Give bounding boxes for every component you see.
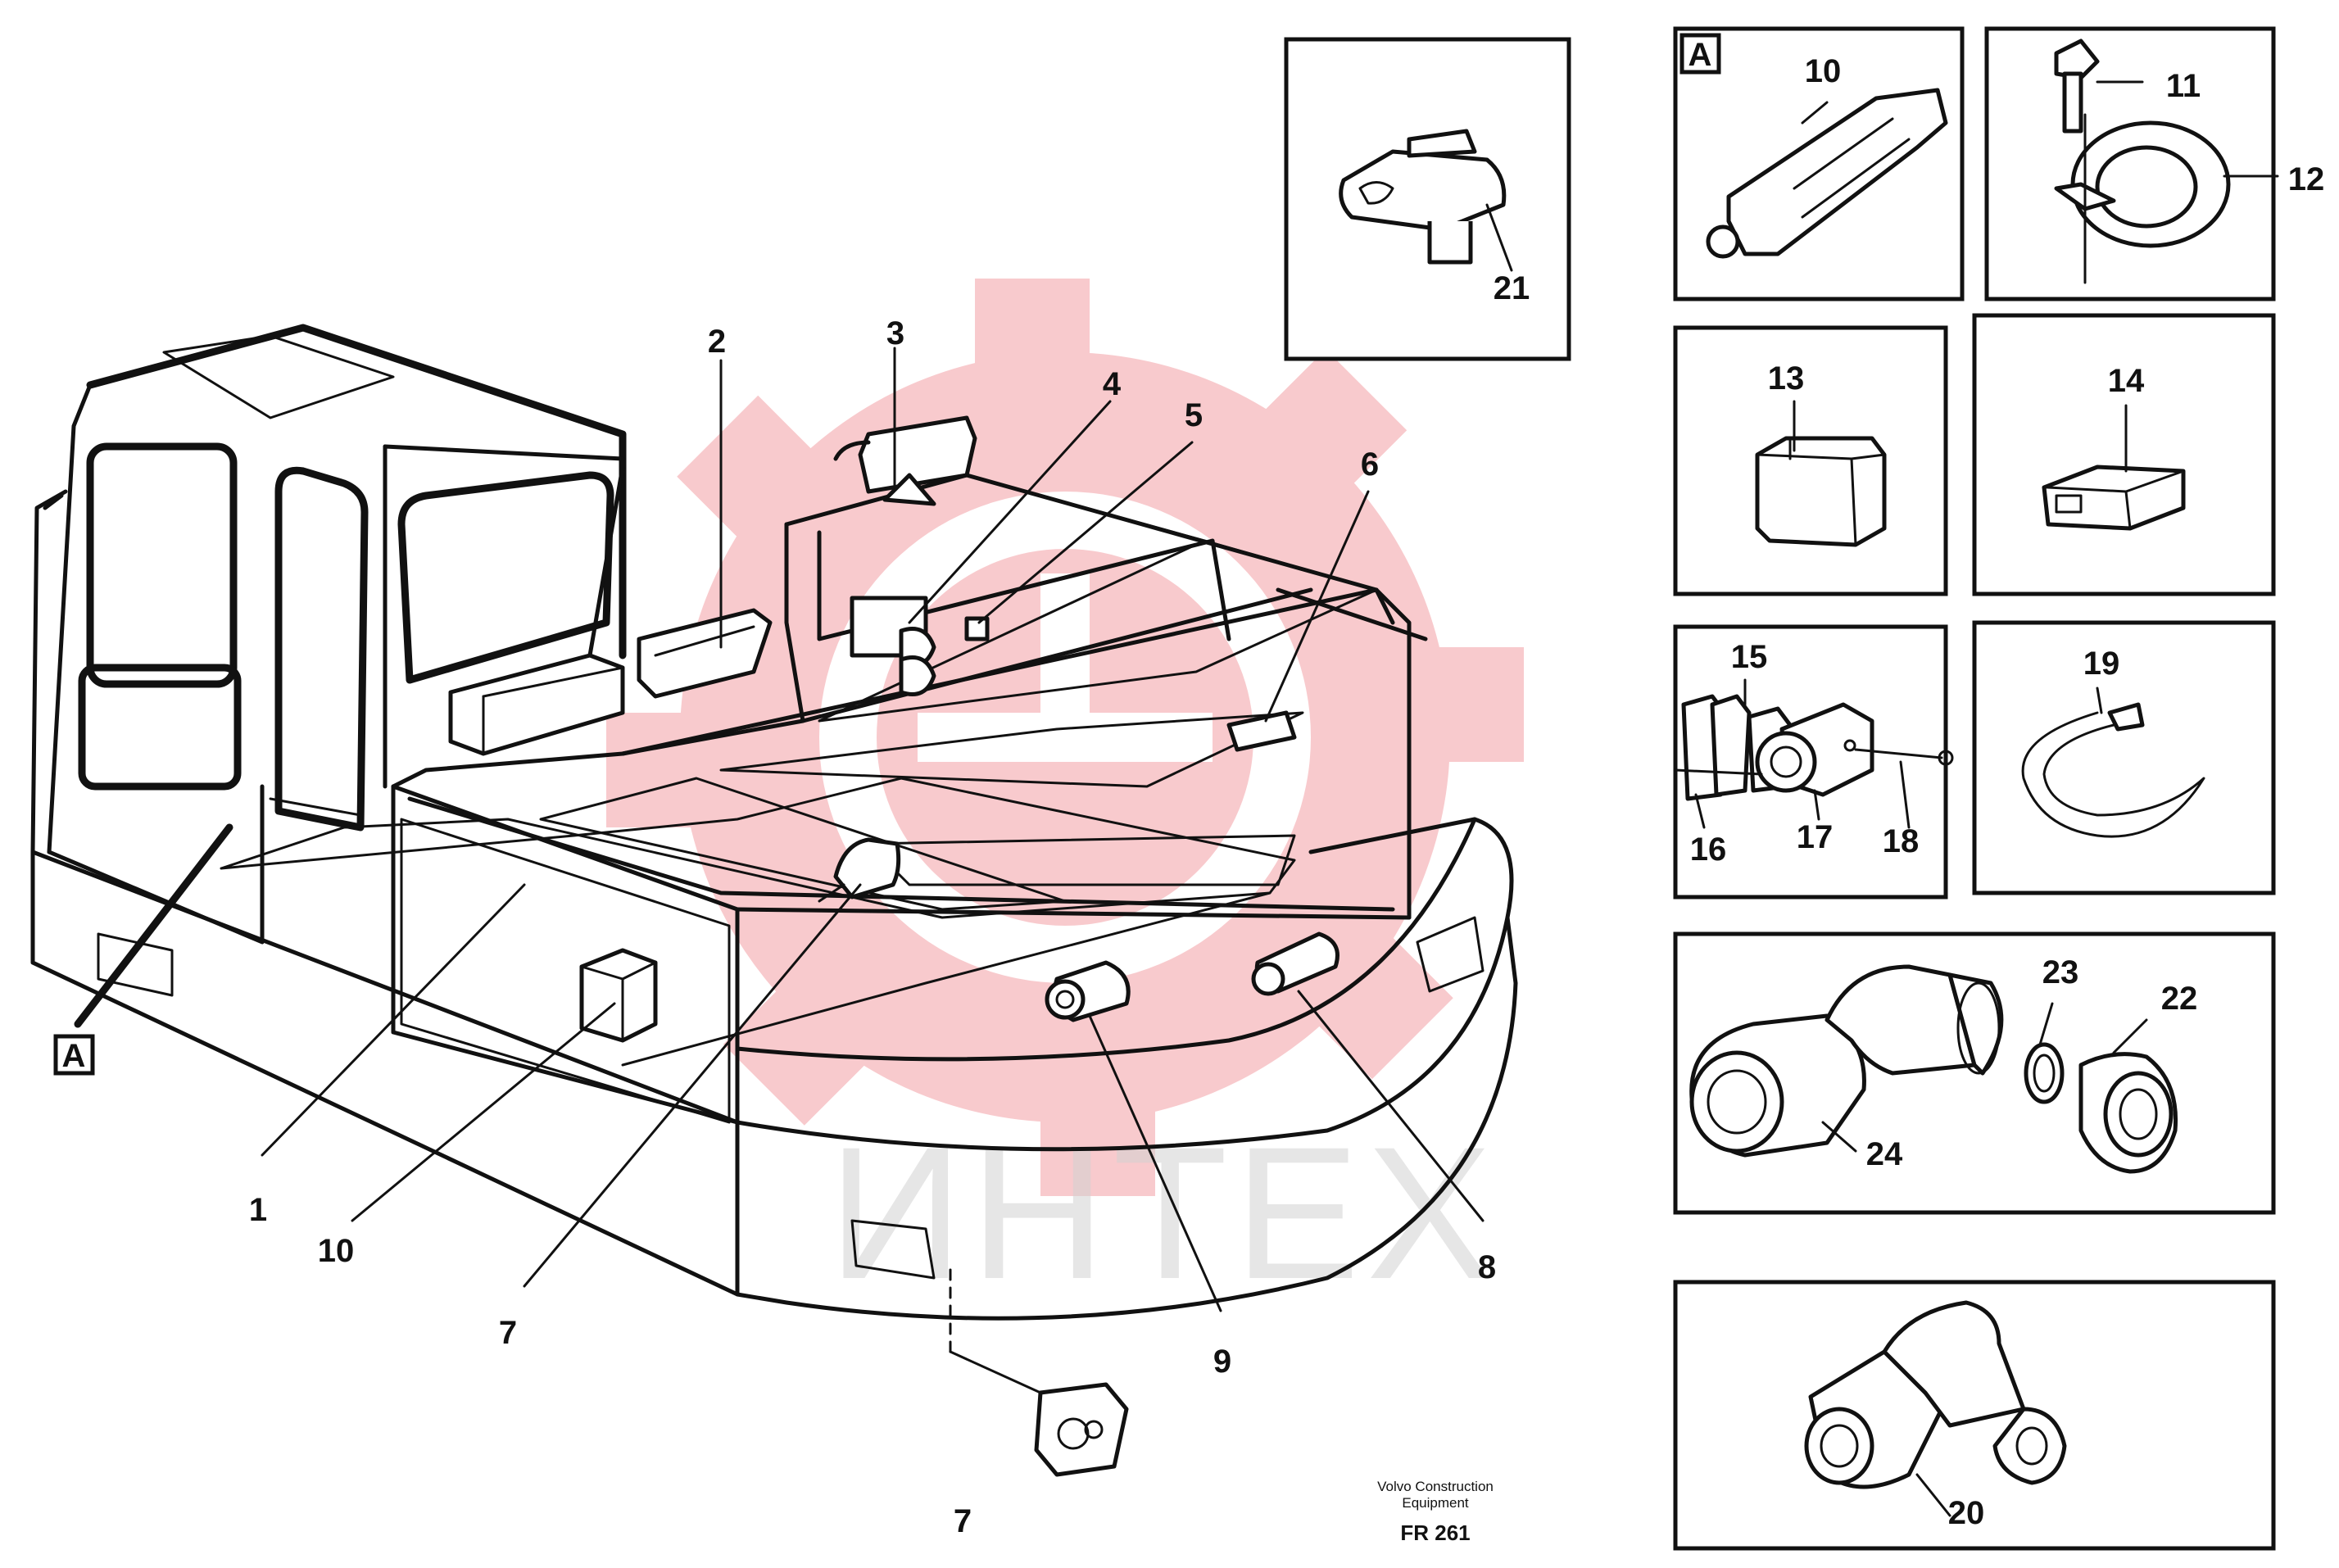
detail-panel-14: 13 (1673, 325, 1948, 596)
callout-20: 19 (2083, 646, 2120, 682)
component-5-switch (964, 616, 990, 641)
component-8-connector (1251, 931, 1339, 996)
callout-7-upper: 7 (499, 1315, 517, 1351)
callout-9: 9 (1213, 1344, 1231, 1380)
component-7-work-lamp (818, 837, 901, 903)
detail-panel-12-13: 11 12 (1984, 26, 2325, 301)
detail-panel-20: 19 (1972, 620, 2276, 895)
callout-10: 10 (318, 1233, 355, 1269)
callout-7-lower: 7 (954, 1503, 972, 1539)
detail-panel-15: 14 (1972, 313, 2276, 596)
callout-6: 6 (1361, 446, 1379, 483)
detail-panel-21: 20 (1673, 1280, 2276, 1551)
component-4-horn-relay (850, 596, 936, 696)
callout-8: 8 (1478, 1249, 1496, 1285)
main-callouts: 1 2 3 4 5 6 7 7 8 9 10 (249, 315, 1496, 1539)
detail-section-label: A (1689, 37, 1712, 73)
detail-panel-16-19: 15 16 17 18 (1673, 624, 1954, 900)
figure-credit: Volvo Construction Equipment FR 261 (1377, 1479, 1494, 1545)
component-7-lamp-detail (949, 1268, 1129, 1477)
detail-panel-22: 21 (1284, 37, 1571, 361)
section-a-marker-label: A (62, 1038, 86, 1074)
callout-25: 24 (1866, 1136, 1903, 1172)
watermark-text: ИНТЕХ (828, 1108, 1499, 1318)
callout-18: 17 (1797, 819, 1834, 855)
callout-19: 18 (1883, 823, 1920, 859)
callout-12: 11 (2166, 68, 2201, 104)
component-10-control-unit (579, 948, 658, 1043)
detail-panel-23-25: 23 22 24 (1673, 931, 2276, 1215)
credit-line-1: Volvo Construction (1377, 1479, 1494, 1494)
callout-11: 10 (1805, 53, 1842, 89)
callout-3: 3 (886, 315, 904, 351)
callout-13: 12 (2288, 161, 2325, 197)
callout-14: 13 (1768, 360, 1805, 397)
callout-15: 14 (2108, 363, 2145, 399)
credit-line-2: Equipment (1402, 1495, 1469, 1511)
callout-1: 1 (249, 1192, 267, 1228)
detail-panel-11: A 10 (1673, 26, 1965, 301)
callout-4: 4 (1103, 366, 1122, 402)
component-3-relay (833, 415, 977, 506)
callout-17: 16 (1690, 832, 1727, 868)
component-9-connector (1045, 960, 1131, 1022)
callout-2: 2 (708, 324, 726, 360)
figure-code: FR 261 (1400, 1520, 1470, 1545)
callout-22: 21 (1494, 270, 1530, 306)
excavator-upper-structure (30, 324, 1518, 1321)
callout-16: 15 (1731, 639, 1768, 675)
callout-5: 5 (1185, 397, 1203, 433)
callout-23: 22 (2161, 981, 2198, 1017)
leader-lines (74, 347, 1485, 1312)
section-a-marker: A (53, 1034, 95, 1076)
component-2-fuse-box (637, 608, 773, 699)
watermark-gear-logo (606, 279, 1524, 1196)
callout-21: 20 (1948, 1495, 1985, 1531)
callout-24: 23 (2042, 954, 2079, 990)
